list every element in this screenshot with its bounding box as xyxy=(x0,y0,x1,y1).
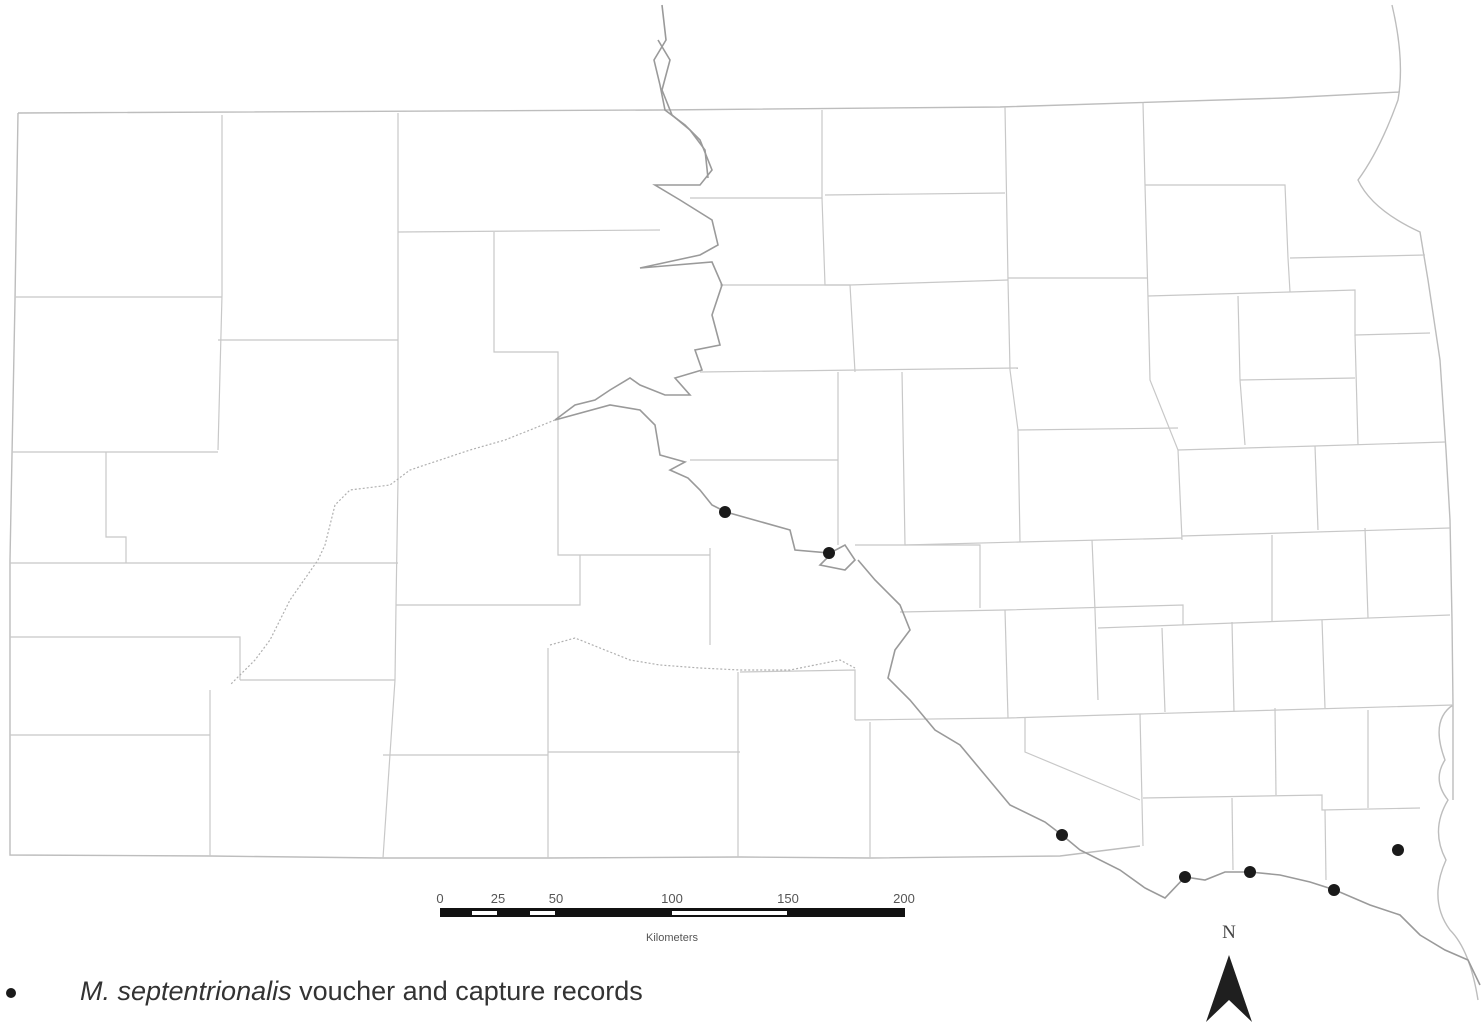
record-point xyxy=(1056,829,1068,841)
legend-label: voucher and capture records xyxy=(291,976,643,1006)
legend-species: M. septentrionalis xyxy=(80,976,292,1006)
record-points xyxy=(719,506,1404,896)
record-point xyxy=(719,506,731,518)
scale-tick-25: 25 xyxy=(491,891,505,906)
legend-text: M. septentrionalis voucher and capture r… xyxy=(80,976,643,1007)
record-point xyxy=(1244,866,1256,878)
record-point xyxy=(1179,871,1191,883)
scale-tick-0: 0 xyxy=(436,891,443,906)
scale-tick-50: 50 xyxy=(549,891,563,906)
white-river-lower xyxy=(549,637,856,671)
north-arrow-icon xyxy=(1206,955,1252,1022)
missouri-river xyxy=(554,4,1481,986)
north-letter: N xyxy=(1222,922,1236,943)
record-symbol-icon xyxy=(6,987,16,998)
legend: M. septentrionalis voucher and capture r… xyxy=(6,976,643,1007)
state-boundary xyxy=(9,4,1479,1001)
north-arrow: N xyxy=(1206,922,1252,1022)
record-point xyxy=(823,547,835,559)
scale-tick-100: 100 xyxy=(661,891,683,906)
scale-unit-label: Kilometers xyxy=(646,932,698,944)
white-river xyxy=(229,419,556,686)
scale-bar: 0 25 50 100 150 200 Kilometers xyxy=(436,891,914,944)
county-boundaries-east xyxy=(690,102,1454,881)
scale-tick-200: 200 xyxy=(893,891,915,906)
record-point xyxy=(1328,884,1340,896)
scale-tick-150: 150 xyxy=(777,891,799,906)
record-point xyxy=(1392,844,1404,856)
county-boundaries xyxy=(10,113,740,859)
